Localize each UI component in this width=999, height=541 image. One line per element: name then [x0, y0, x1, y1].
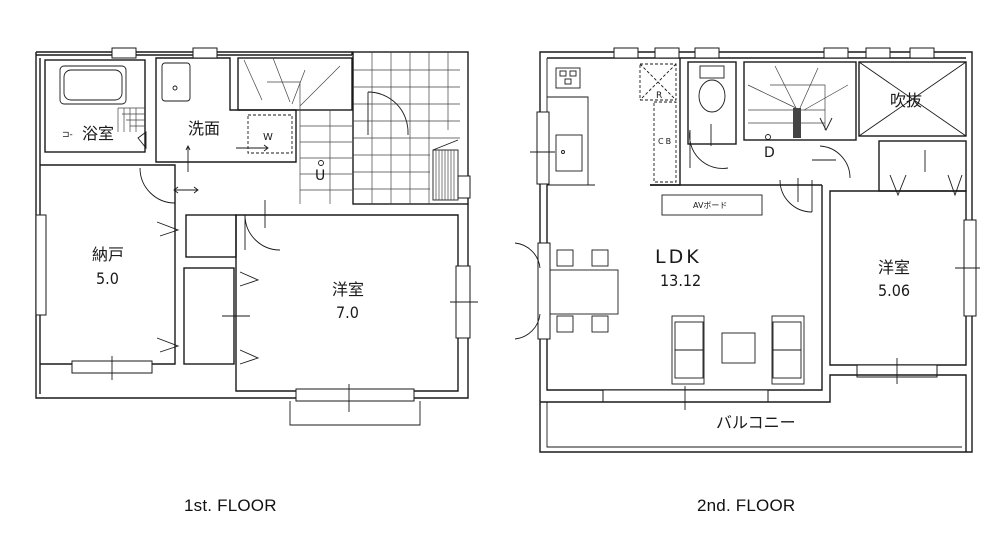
- room-size-western-1f: 7.0: [336, 303, 359, 322]
- room-label-bath: 浴室: [82, 124, 114, 143]
- window-ldk-west: [537, 242, 551, 340]
- room-size-western-2f: 5.06: [878, 281, 910, 300]
- svg-text:CB: CB: [658, 137, 673, 146]
- room-label-storage: 納戸: [92, 245, 124, 264]
- floor-caption-2nd: 2nd. FLOOR: [697, 496, 796, 515]
- svg-text:W: W: [263, 132, 273, 143]
- window-ldk-south: [602, 389, 769, 403]
- window-entrance: [457, 175, 471, 199]
- floor-caption-1st: 1st. FLOOR: [184, 496, 277, 515]
- room-size-ldk: 13.12: [660, 271, 701, 290]
- svg-text:AVボード: AVボード: [693, 201, 727, 210]
- room-label-ldk: LDK: [655, 246, 702, 268]
- sofa-set-icon: [671, 315, 805, 385]
- svg-text:R: R: [656, 91, 662, 101]
- first-floor-plan: ⊐- 浴室 洗面 W U 納戸 5.0: [35, 47, 478, 426]
- dining-table-icon: [547, 249, 619, 333]
- room-label-balcony: バルコニー: [716, 413, 796, 432]
- av-board: [661, 194, 763, 216]
- svg-text:U: U: [315, 168, 325, 184]
- window-western-south: [295, 388, 415, 402]
- room-label-void: 吹抜: [890, 91, 922, 110]
- room-size-storage: 5.0: [96, 269, 119, 288]
- svg-text:D: D: [764, 145, 775, 161]
- washer-space: [247, 114, 293, 154]
- kitchen-sink-icon: [555, 134, 583, 172]
- bathtub-icon: [63, 69, 123, 101]
- room-label-western-2f: 洋室: [878, 258, 910, 277]
- room-label-western-1f: 洋室: [332, 280, 364, 299]
- svg-text:⊐-: ⊐-: [62, 130, 73, 140]
- stove-icon: [555, 67, 581, 89]
- second-floor-plan: R CB D 吹抜 AVボード LD: [514, 47, 980, 453]
- window-storage-west: [35, 214, 47, 316]
- entrance-tile-grid: [353, 52, 460, 204]
- room-label-washroom: 洗面: [188, 119, 220, 138]
- sink-icon: [161, 62, 191, 102]
- window-kitchen: [536, 111, 550, 185]
- toilet-icon: [698, 79, 726, 113]
